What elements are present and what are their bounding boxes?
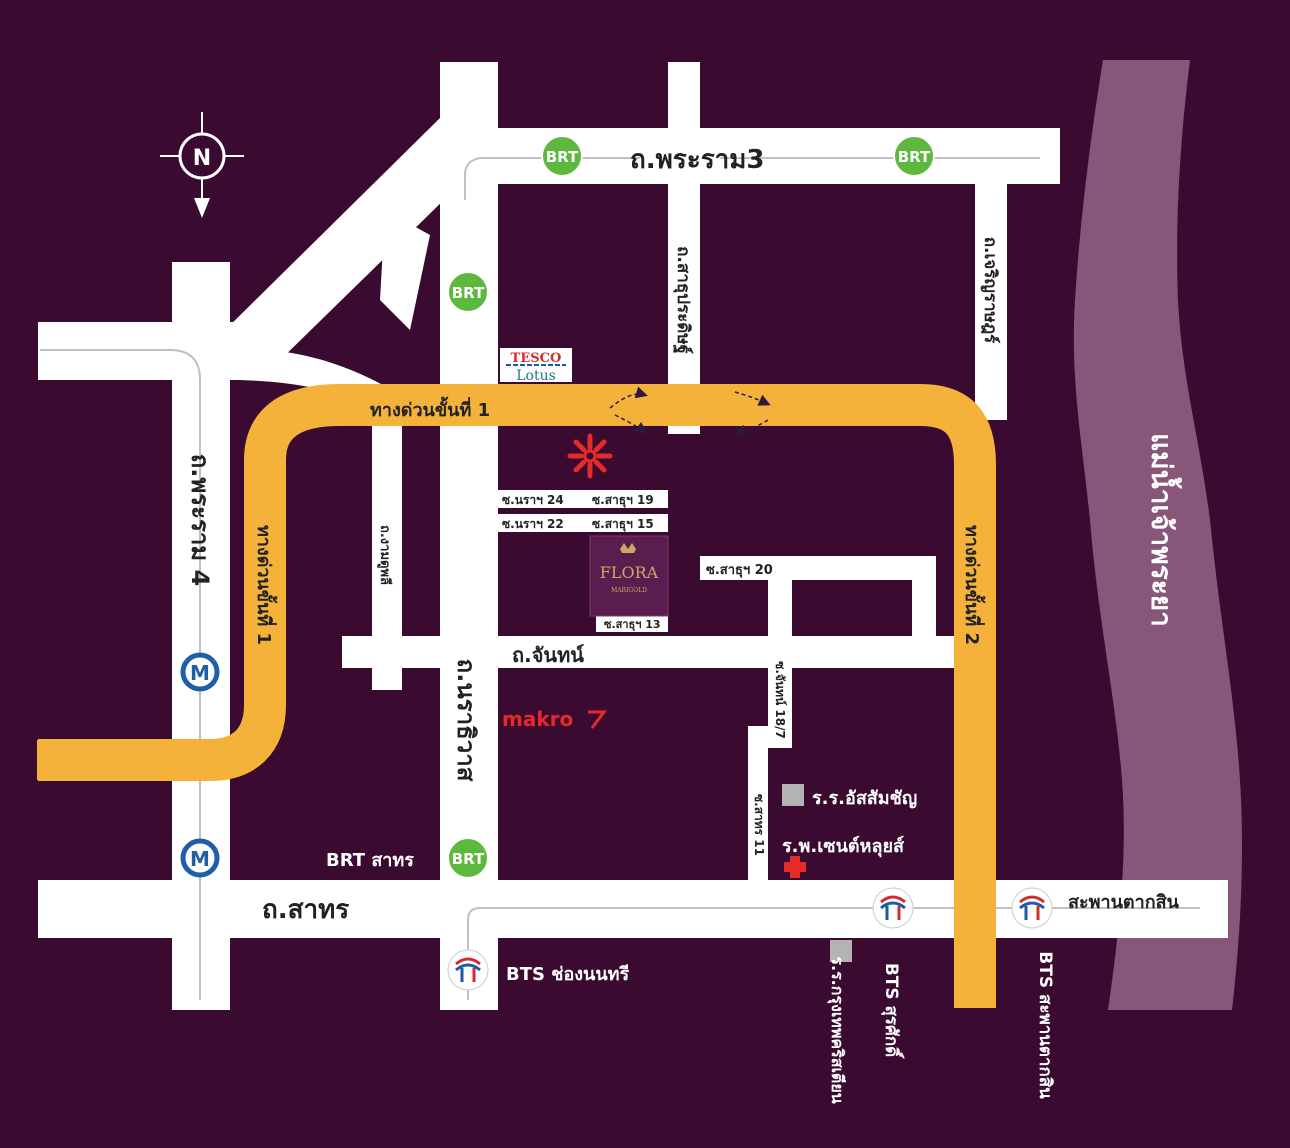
flora-logo-subtext: MARIGOLD — [611, 587, 647, 594]
soi-sathu-20: ซ.สาธุฯ 20 — [706, 563, 773, 578]
brt-icon: BRT — [541, 135, 583, 177]
chao-phraya-river — [1073, 60, 1243, 1010]
brand-star-icon — [567, 433, 613, 479]
bts-icon — [872, 887, 914, 929]
bts-stations: BTS ช่องนนทรี BTS สุรศักดิ์ BTS สะพานตาก… — [447, 887, 1055, 1099]
bangkok-christian-label: ร.ร.กรุงเทพคริสเตียน — [827, 956, 847, 1103]
bts-icon — [447, 949, 489, 991]
expressway-stage-1 — [38, 384, 996, 1008]
svg-text:BRT: BRT — [452, 850, 485, 868]
road-label-charoen-rat: ถ.เจริญราษฎร์ — [980, 237, 1001, 344]
bts-saphan-taksin-label: BTS สะพานตากสิน — [1035, 951, 1055, 1099]
tesco-lotus-logo: TESCO Lotus — [500, 348, 572, 384]
road-label-sathupradit: ถ.สาธุประดิษฐ์ — [672, 246, 694, 354]
hospital-cross-icon — [784, 856, 806, 878]
assumption-label: ร.ร.อัสสัมชัญ — [812, 788, 917, 809]
flora-logo-text: FLORA — [600, 563, 659, 582]
assumption-school: ร.ร.อัสสัมชัญ — [782, 784, 917, 809]
building-icon — [830, 940, 852, 962]
soi-chan-18-7: ซ.จันทน์ 18/7 — [773, 661, 787, 739]
interchange-arrows — [609, 386, 771, 437]
svg-text:M: M — [190, 847, 210, 871]
brt-sathorn-label: BRT สาทร — [326, 850, 414, 871]
road-label-sathorn: ถ.สาทร — [262, 895, 349, 925]
road-label-rama4: ถ.พระราม 4 — [186, 454, 214, 587]
road-edges — [40, 157, 1200, 1000]
svg-text:BRT: BRT — [452, 284, 485, 302]
mrt-icon: M — [180, 838, 220, 878]
river-label: แม่น้ำเจ้าพระยา — [1145, 433, 1183, 627]
makro-arrow-icon — [588, 710, 607, 729]
expressway-label-left: ทางด่วนขั้นที่ 1 — [253, 525, 278, 645]
bts-surasak-label: BTS สุรศักดิ์ — [881, 963, 905, 1059]
expressway-label-right: ทางด่วนขั้นที่ 2 — [961, 525, 986, 645]
road-label-chan: ถ.จันทน์ — [512, 643, 584, 667]
bts-icon — [1011, 887, 1053, 929]
brt-stations: BRT BRT BRT BRT BRT สาทร — [326, 135, 935, 879]
road-label-ngam-duplee: ถ.งามดูพลี — [377, 525, 393, 585]
mrt-stations: M M — [180, 652, 220, 878]
mrt-icon: M — [180, 652, 220, 692]
st-louis-label: ร.พ.เซนต์หลุยส์ — [782, 835, 905, 858]
svg-text:BRT: BRT — [898, 148, 931, 166]
st-louis-hospital: ร.พ.เซนต์หลุยส์ — [782, 835, 905, 878]
soi-sathu-15: ซ.สาธุฯ 15 — [592, 517, 654, 532]
bridge-label: สะพานตากสิน — [1068, 892, 1180, 913]
crown-icon — [620, 543, 636, 553]
compass-arrow-icon — [194, 198, 210, 218]
soi-narathiwat-22: ซ.นราฯ 22 — [502, 517, 564, 531]
brt-icon: BRT — [893, 135, 935, 177]
soi-sathu-13: ซ.สาธุฯ 13 — [604, 618, 661, 632]
svg-text:BRT: BRT — [546, 148, 579, 166]
soi-sathu-19: ซ.สาธุฯ 19 — [592, 493, 654, 508]
expressway-label-top: ทางด่วนขั้นที่ 1 — [370, 396, 490, 421]
brt-icon: BRT — [447, 837, 489, 879]
svg-text:M: M — [190, 661, 210, 685]
bts-chong-nonsi-label: BTS ช่องนนทรี — [506, 964, 630, 985]
soi-narathiwat-24: ซ.นราฯ 24 — [502, 493, 564, 507]
compass-letter: N — [193, 146, 211, 171]
svg-text:Lotus: Lotus — [516, 368, 556, 384]
road-label-narathiwat: ถ.นราธิวาส — [452, 659, 480, 782]
flora-project-marker: FLORA MARIGOLD — [589, 535, 669, 617]
makro-logo: makro — [502, 707, 573, 731]
soi-labels: ซ.นราฯ 24 ซ.สาธุฯ 19 ซ.นราฯ 22 ซ.สาธุฯ 1… — [502, 493, 787, 856]
brt-icon: BRT — [447, 271, 489, 313]
building-icon — [782, 784, 804, 806]
soi-sathorn-11: ซ.สาทร 11 — [752, 794, 766, 856]
svg-text:TESCO: TESCO — [511, 351, 562, 366]
compass: N — [160, 112, 244, 218]
bangkok-christian-school: ร.ร.กรุงเทพคริสเตียน — [827, 940, 852, 1104]
road-label-rama3: ถ.พระราม3 — [630, 145, 764, 175]
